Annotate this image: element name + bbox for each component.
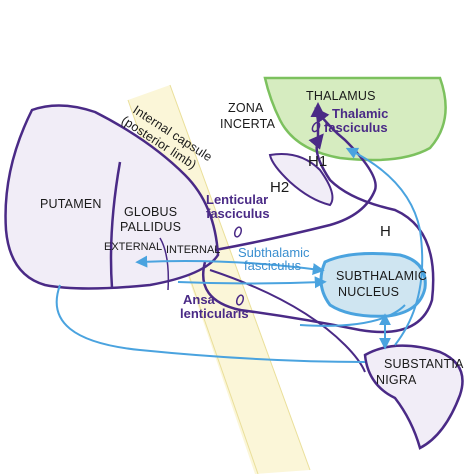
thalamus-label: THALAMUS <box>306 89 376 103</box>
crossing-marker-lenticular <box>233 226 243 238</box>
lentiform-nucleus <box>4 104 220 290</box>
ansa-lenticularis-loop <box>202 133 435 334</box>
capsule-edge-right <box>169 84 311 471</box>
striatonigral-path <box>55 284 366 363</box>
lenticular-fasciculus-label-1: Lenticular <box>206 192 268 207</box>
h-label: H <box>380 223 391 240</box>
thalamic-fasciculus-label-2: fasciculus <box>324 120 388 135</box>
crossing-marker-ansa <box>235 294 245 306</box>
ansa-label-2: lenticularis <box>180 306 249 321</box>
sn-label-1: SUBSTANTIA <box>384 357 464 371</box>
subthalamic-fasciculus-label-1: Subthalamic <box>238 245 310 260</box>
lenticular-fasciculus-label-2: fasciculus <box>206 206 270 221</box>
crossing-marker-thalamic <box>311 121 321 133</box>
subthalamic-fasciculus-path-2 <box>177 276 327 289</box>
substantia-nigra-shape <box>363 344 464 450</box>
thalamic-fasciculus-label-1: Thalamic <box>332 106 388 121</box>
external-label: EXTERNAL <box>104 241 162 253</box>
h1-label: H1 <box>308 153 327 170</box>
stn-label-2: NUCLEUS <box>338 285 399 299</box>
zona-incerta-shape <box>268 153 334 207</box>
subthalamic-fasciculus-path <box>135 255 325 275</box>
ansa-label-1: Ansa <box>183 292 216 307</box>
globus-pallidus-label-2: PALLIDUS <box>120 220 181 234</box>
lenticular-fasciculus-path <box>214 107 377 252</box>
nigrostriatal-path <box>299 304 406 327</box>
internal-label: INTERNAL <box>166 244 220 256</box>
putamen-gp-border <box>109 161 122 289</box>
h2-label: H2 <box>270 179 289 196</box>
globus-pallidus-label-1: GLOBUS <box>124 205 177 219</box>
zona-incerta-label-2: INCERTA <box>220 117 276 131</box>
subthalamic-fasciculus-label-2: fasciculus <box>244 258 302 273</box>
putamen-label: PUTAMEN <box>40 197 102 211</box>
stn-label-1: SUBTHALAMIC <box>336 269 427 283</box>
nigrothalamic-path <box>345 147 424 346</box>
sn-label-2: NIGRA <box>376 373 417 387</box>
zona-incerta-label-1: ZONA <box>228 101 264 115</box>
